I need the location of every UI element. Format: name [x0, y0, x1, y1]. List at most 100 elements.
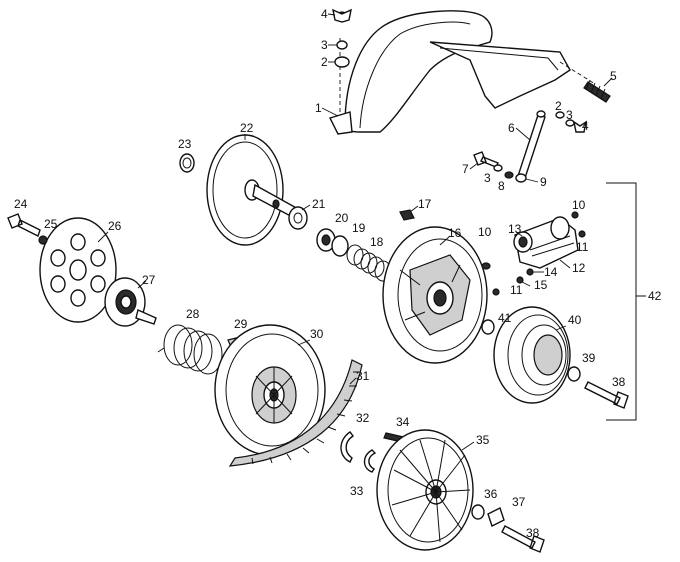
callout-number: 29	[234, 317, 248, 331]
v-belt	[228, 359, 363, 467]
callout-number: 4	[582, 119, 589, 133]
bolt-38-lower	[501, 525, 545, 553]
callout-number: 38	[526, 526, 540, 540]
callout-number: 6	[508, 121, 515, 135]
key-17	[399, 209, 415, 221]
callout-number: 40	[568, 313, 582, 327]
callout-number: 21	[312, 197, 326, 211]
callout-number: 27	[142, 273, 156, 287]
callout-number: 5	[610, 69, 617, 83]
washer-41	[481, 319, 495, 335]
pin-11-lower	[492, 288, 500, 296]
washer-top-3	[336, 40, 348, 50]
pin-14	[526, 268, 534, 276]
lock-washer-37	[487, 507, 505, 527]
leader-5	[603, 77, 613, 87]
callout-number: 30	[310, 327, 324, 341]
callout-number: 14	[544, 265, 558, 279]
callout-number: 10	[572, 198, 586, 212]
spacer-19	[331, 235, 349, 257]
leader-7	[469, 162, 479, 170]
belt-cover	[329, 10, 571, 135]
leader-30	[297, 339, 311, 346]
leader-31	[349, 377, 357, 385]
callout-number: 15	[534, 278, 548, 292]
callout-number: 1	[315, 101, 322, 115]
clutch-drum	[382, 226, 488, 364]
wing-nut-top	[332, 8, 352, 23]
callout-number: 16	[448, 226, 462, 240]
washer-2-arm	[555, 111, 565, 119]
leader-21	[301, 204, 311, 211]
callout-number: 32	[356, 411, 370, 425]
pin-10-left	[481, 262, 491, 270]
callout-number: 26	[108, 219, 122, 233]
spring-28	[157, 324, 229, 375]
callout-number: 4	[321, 7, 328, 21]
callout-number: 22	[240, 121, 254, 135]
leader-9	[525, 178, 539, 183]
circlip-33	[363, 449, 377, 473]
washer-top-2	[334, 56, 350, 68]
leader-27	[137, 280, 147, 289]
leader-4-top	[327, 13, 336, 16]
washer-39	[567, 366, 581, 382]
callout-number: 33	[350, 484, 364, 498]
fan-plate	[39, 217, 117, 323]
leader-26	[97, 231, 109, 243]
callout-number: 23	[178, 137, 192, 151]
leader-17	[409, 205, 419, 213]
callout-number: 11	[510, 283, 523, 297]
tension-spring	[583, 79, 611, 103]
callout-number: 3	[566, 108, 573, 122]
callout-number: 20	[335, 211, 349, 225]
washer-25	[38, 235, 48, 245]
bearing-20	[316, 228, 336, 252]
clutch-shoe-assembly	[513, 216, 579, 269]
callout-number: 24	[14, 197, 28, 211]
assembly-bracket	[606, 182, 646, 421]
callout-number: 38	[612, 375, 626, 389]
callout-number: 2	[321, 55, 328, 69]
clutch-bell	[493, 306, 571, 404]
callout-number: 9	[540, 175, 547, 189]
callout-number: 8	[498, 179, 505, 193]
callout-number: 37	[512, 495, 526, 509]
bolt-38-upper	[584, 381, 629, 409]
callout-number: 35	[476, 433, 490, 447]
leader-16	[439, 235, 451, 246]
callout-number: 28	[186, 307, 200, 321]
leader-15	[521, 281, 531, 287]
callout-number: 18	[370, 235, 384, 249]
shim-washer-23	[179, 153, 195, 173]
hub-27	[104, 277, 157, 327]
leader-13	[515, 231, 523, 237]
callout-number: 2	[555, 99, 562, 113]
bolt-7	[473, 151, 499, 168]
leader-12	[559, 259, 571, 269]
callout-number: 39	[582, 351, 596, 365]
callout-number: 10	[478, 225, 492, 239]
blade-disc	[376, 429, 474, 551]
drive-pulley-half	[206, 134, 308, 246]
leader-6	[515, 127, 531, 141]
callout-number: 31	[356, 369, 370, 383]
tensioner-arm	[517, 110, 546, 179]
leader-40	[555, 325, 567, 331]
callout-number: 19	[352, 221, 366, 235]
callout-number: 17	[418, 197, 432, 211]
callout-number: 7	[462, 162, 469, 176]
callout-number: 3	[321, 38, 328, 52]
nut-8	[504, 171, 514, 179]
callout-number: 25	[44, 217, 58, 231]
pin-10-right	[571, 211, 579, 219]
callout-number: 13	[508, 222, 522, 236]
callout-number: 11	[576, 240, 589, 254]
callout-number: 12	[572, 261, 586, 275]
callout-number: 42	[648, 289, 662, 303]
washer-3-lower	[493, 164, 503, 172]
bolt-24	[7, 213, 41, 237]
callout-number: 41	[498, 311, 512, 325]
